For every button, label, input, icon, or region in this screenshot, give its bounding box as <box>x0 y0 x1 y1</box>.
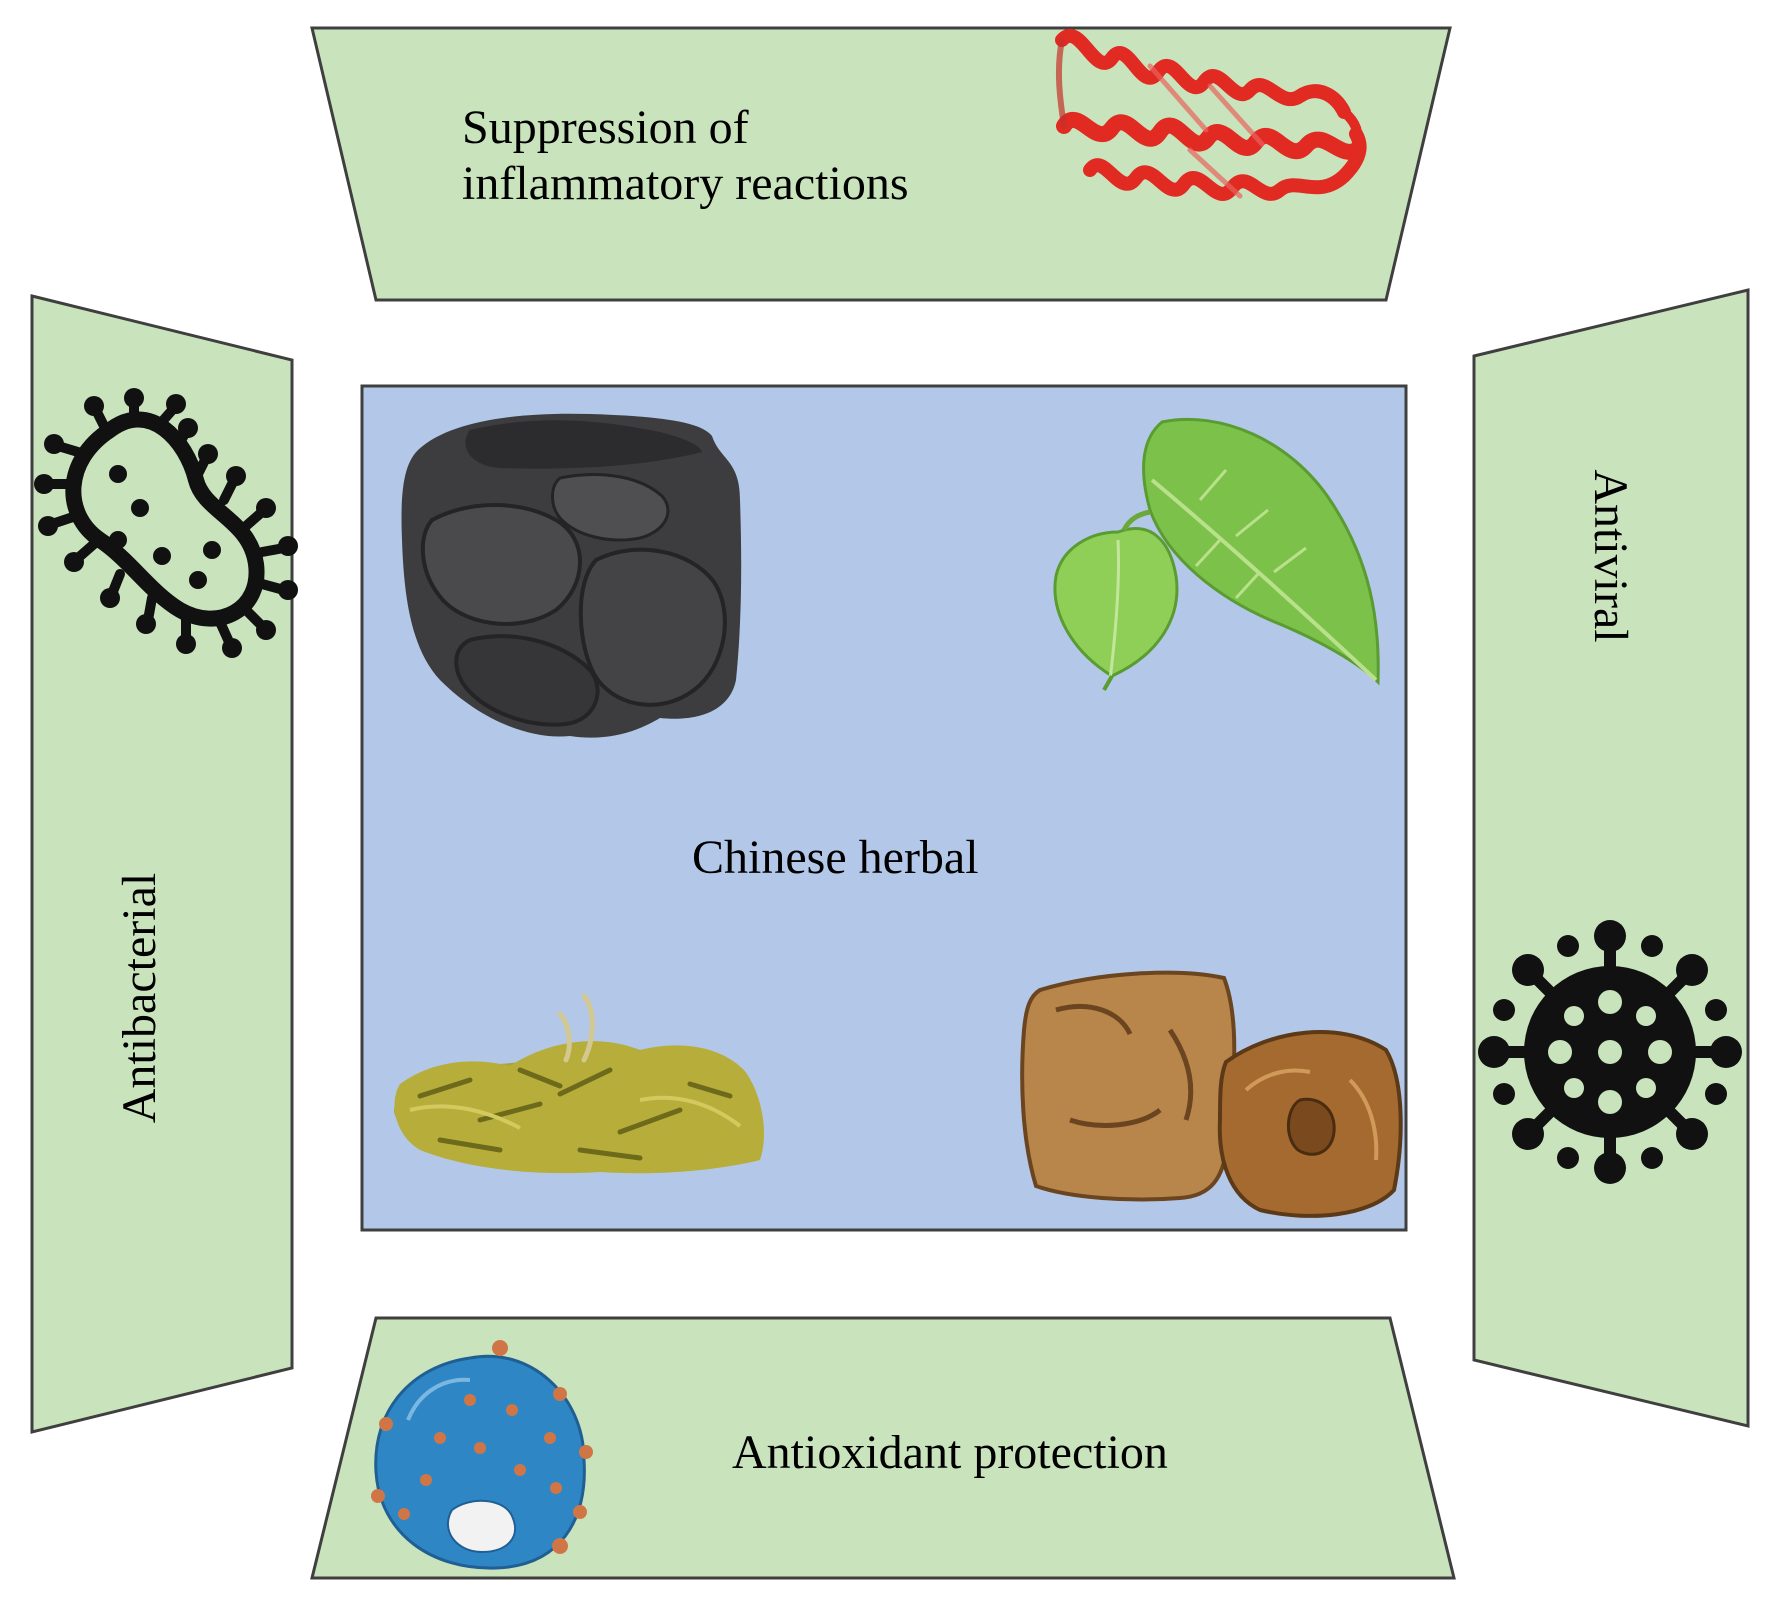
bacterium-icon <box>34 388 298 658</box>
top-panel-label-line1: Suppression of <box>462 101 749 154</box>
brown-dried-fruit-image <box>1020 970 1403 1218</box>
top-panel-label-line2: inflammatory reactions <box>462 157 909 210</box>
protein-helix-icon <box>1055 29 1367 201</box>
virus-icon <box>1478 920 1742 1184</box>
top-panel <box>310 26 1452 302</box>
dark-root-slices-image <box>401 413 742 738</box>
bottom-panel <box>310 1316 1456 1580</box>
yellow-root-pieces-image <box>394 993 765 1174</box>
bottom-panel-label: Antioxidant protection <box>732 1426 1168 1479</box>
center-label: Chinese herbal <box>692 831 979 884</box>
top-panel-label: Suppression of inflammatory reactions <box>462 100 909 212</box>
right-panel-label: Antiviral <box>1584 469 1637 643</box>
cell-icon <box>371 1340 593 1570</box>
left-panel-label: Antibacterial <box>113 872 166 1124</box>
green-leaf-image <box>1053 417 1380 691</box>
